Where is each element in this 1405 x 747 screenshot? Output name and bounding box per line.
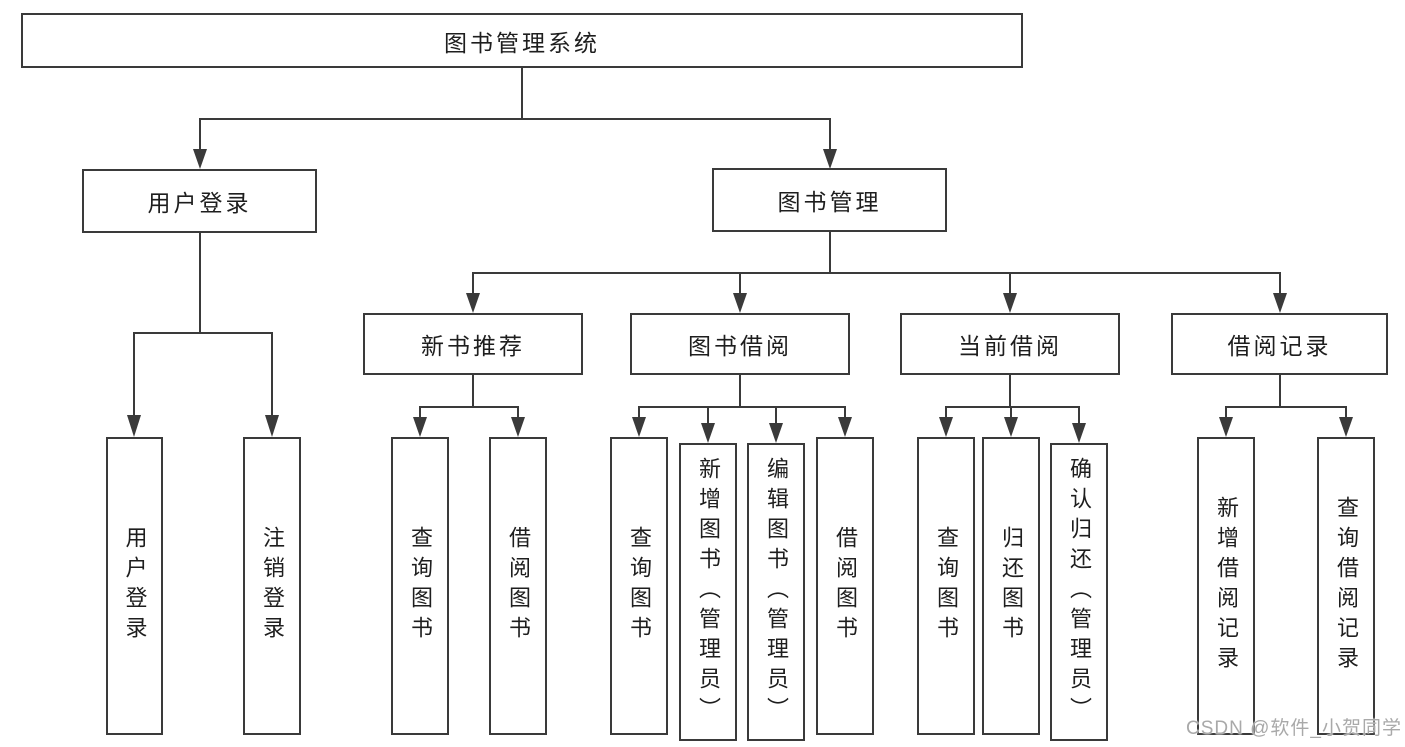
leaf-user-login: 用户登录	[106, 437, 163, 735]
leaf-cb-query-books: 查询图书	[917, 437, 975, 735]
leaf-bb-borrow-books: 借阅图书	[816, 437, 874, 735]
csdn-watermark: CSDN @软件_小贺同学	[1186, 718, 1402, 739]
leaf-nbr-borrow-books: 借阅图书	[489, 437, 547, 735]
leaf-br-query-borrow-record: 查询借阅记录	[1317, 437, 1375, 735]
node-book-management: 图书管理	[712, 168, 947, 232]
connector-book-management-to-level3	[466, 232, 1287, 313]
node-borrow-records: 借阅记录	[1171, 313, 1388, 375]
leaf-cb-confirm-return-admin: 确认归还（管理员）	[1050, 443, 1108, 741]
node-current-borrowing: 当前借阅	[900, 313, 1120, 375]
connector-borrow-records-to-leaves	[1219, 375, 1353, 437]
connector-user-login-to-leaves	[127, 233, 279, 437]
leaf-nbr-query-books: 查询图书	[391, 437, 449, 735]
leaf-logout-login: 注销登录	[243, 437, 301, 735]
connector-current-borrowing-to-leaves	[939, 375, 1086, 443]
node-user-login: 用户登录	[82, 169, 317, 233]
connector-new-book-recommend-to-leaves	[413, 375, 525, 437]
connector-book-borrowing-to-leaves	[632, 375, 852, 443]
node-root: 图书管理系统	[21, 13, 1023, 68]
node-new-book-recommend: 新书推荐	[363, 313, 583, 375]
leaf-cb-return-books: 归还图书	[982, 437, 1040, 735]
node-book-borrowing: 图书借阅	[630, 313, 850, 375]
leaf-bb-add-books-admin: 新增图书（管理员）	[679, 443, 737, 741]
leaf-bb-edit-books-admin: 编辑图书（管理员）	[747, 443, 805, 741]
leaf-br-add-borrow-record: 新增借阅记录	[1197, 437, 1255, 735]
leaf-bb-query-books: 查询图书	[610, 437, 668, 735]
connector-root-to-level2	[193, 68, 837, 169]
